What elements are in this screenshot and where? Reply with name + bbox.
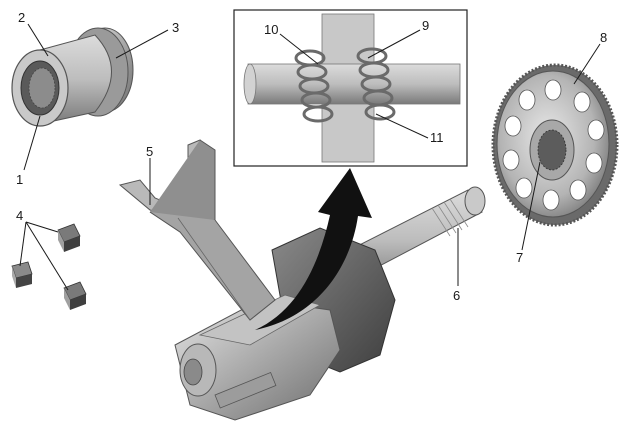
detail-arrow [255, 168, 372, 330]
large-gear [491, 63, 619, 227]
callout-9: 9 [422, 18, 429, 33]
callout-7: 7 [516, 250, 523, 265]
callout-5: 5 [146, 144, 153, 159]
shift-fork [118, 139, 276, 321]
shaft-splines [431, 198, 469, 237]
block-a [57, 223, 81, 252]
callout-labels: 1 2 3 4 5 6 7 8 9 10 11 [16, 10, 607, 303]
bushing-assembly [11, 27, 134, 127]
shift-drum-assembly [174, 186, 486, 421]
callout-1: 1 [16, 172, 23, 187]
small-blocks [11, 223, 87, 310]
gear-holes [502, 79, 605, 211]
leader-lines [19, 23, 601, 291]
callout-4: 4 [16, 208, 23, 223]
callout-2: 2 [18, 10, 25, 25]
callout-6: 6 [453, 288, 460, 303]
detail-inset [233, 9, 468, 167]
callout-3: 3 [172, 20, 179, 35]
block-b [11, 261, 33, 288]
callout-8: 8 [600, 30, 607, 45]
callout-10: 10 [264, 22, 278, 37]
springs [294, 47, 396, 123]
block-c [63, 281, 87, 310]
callout-11: 11 [430, 130, 444, 145]
